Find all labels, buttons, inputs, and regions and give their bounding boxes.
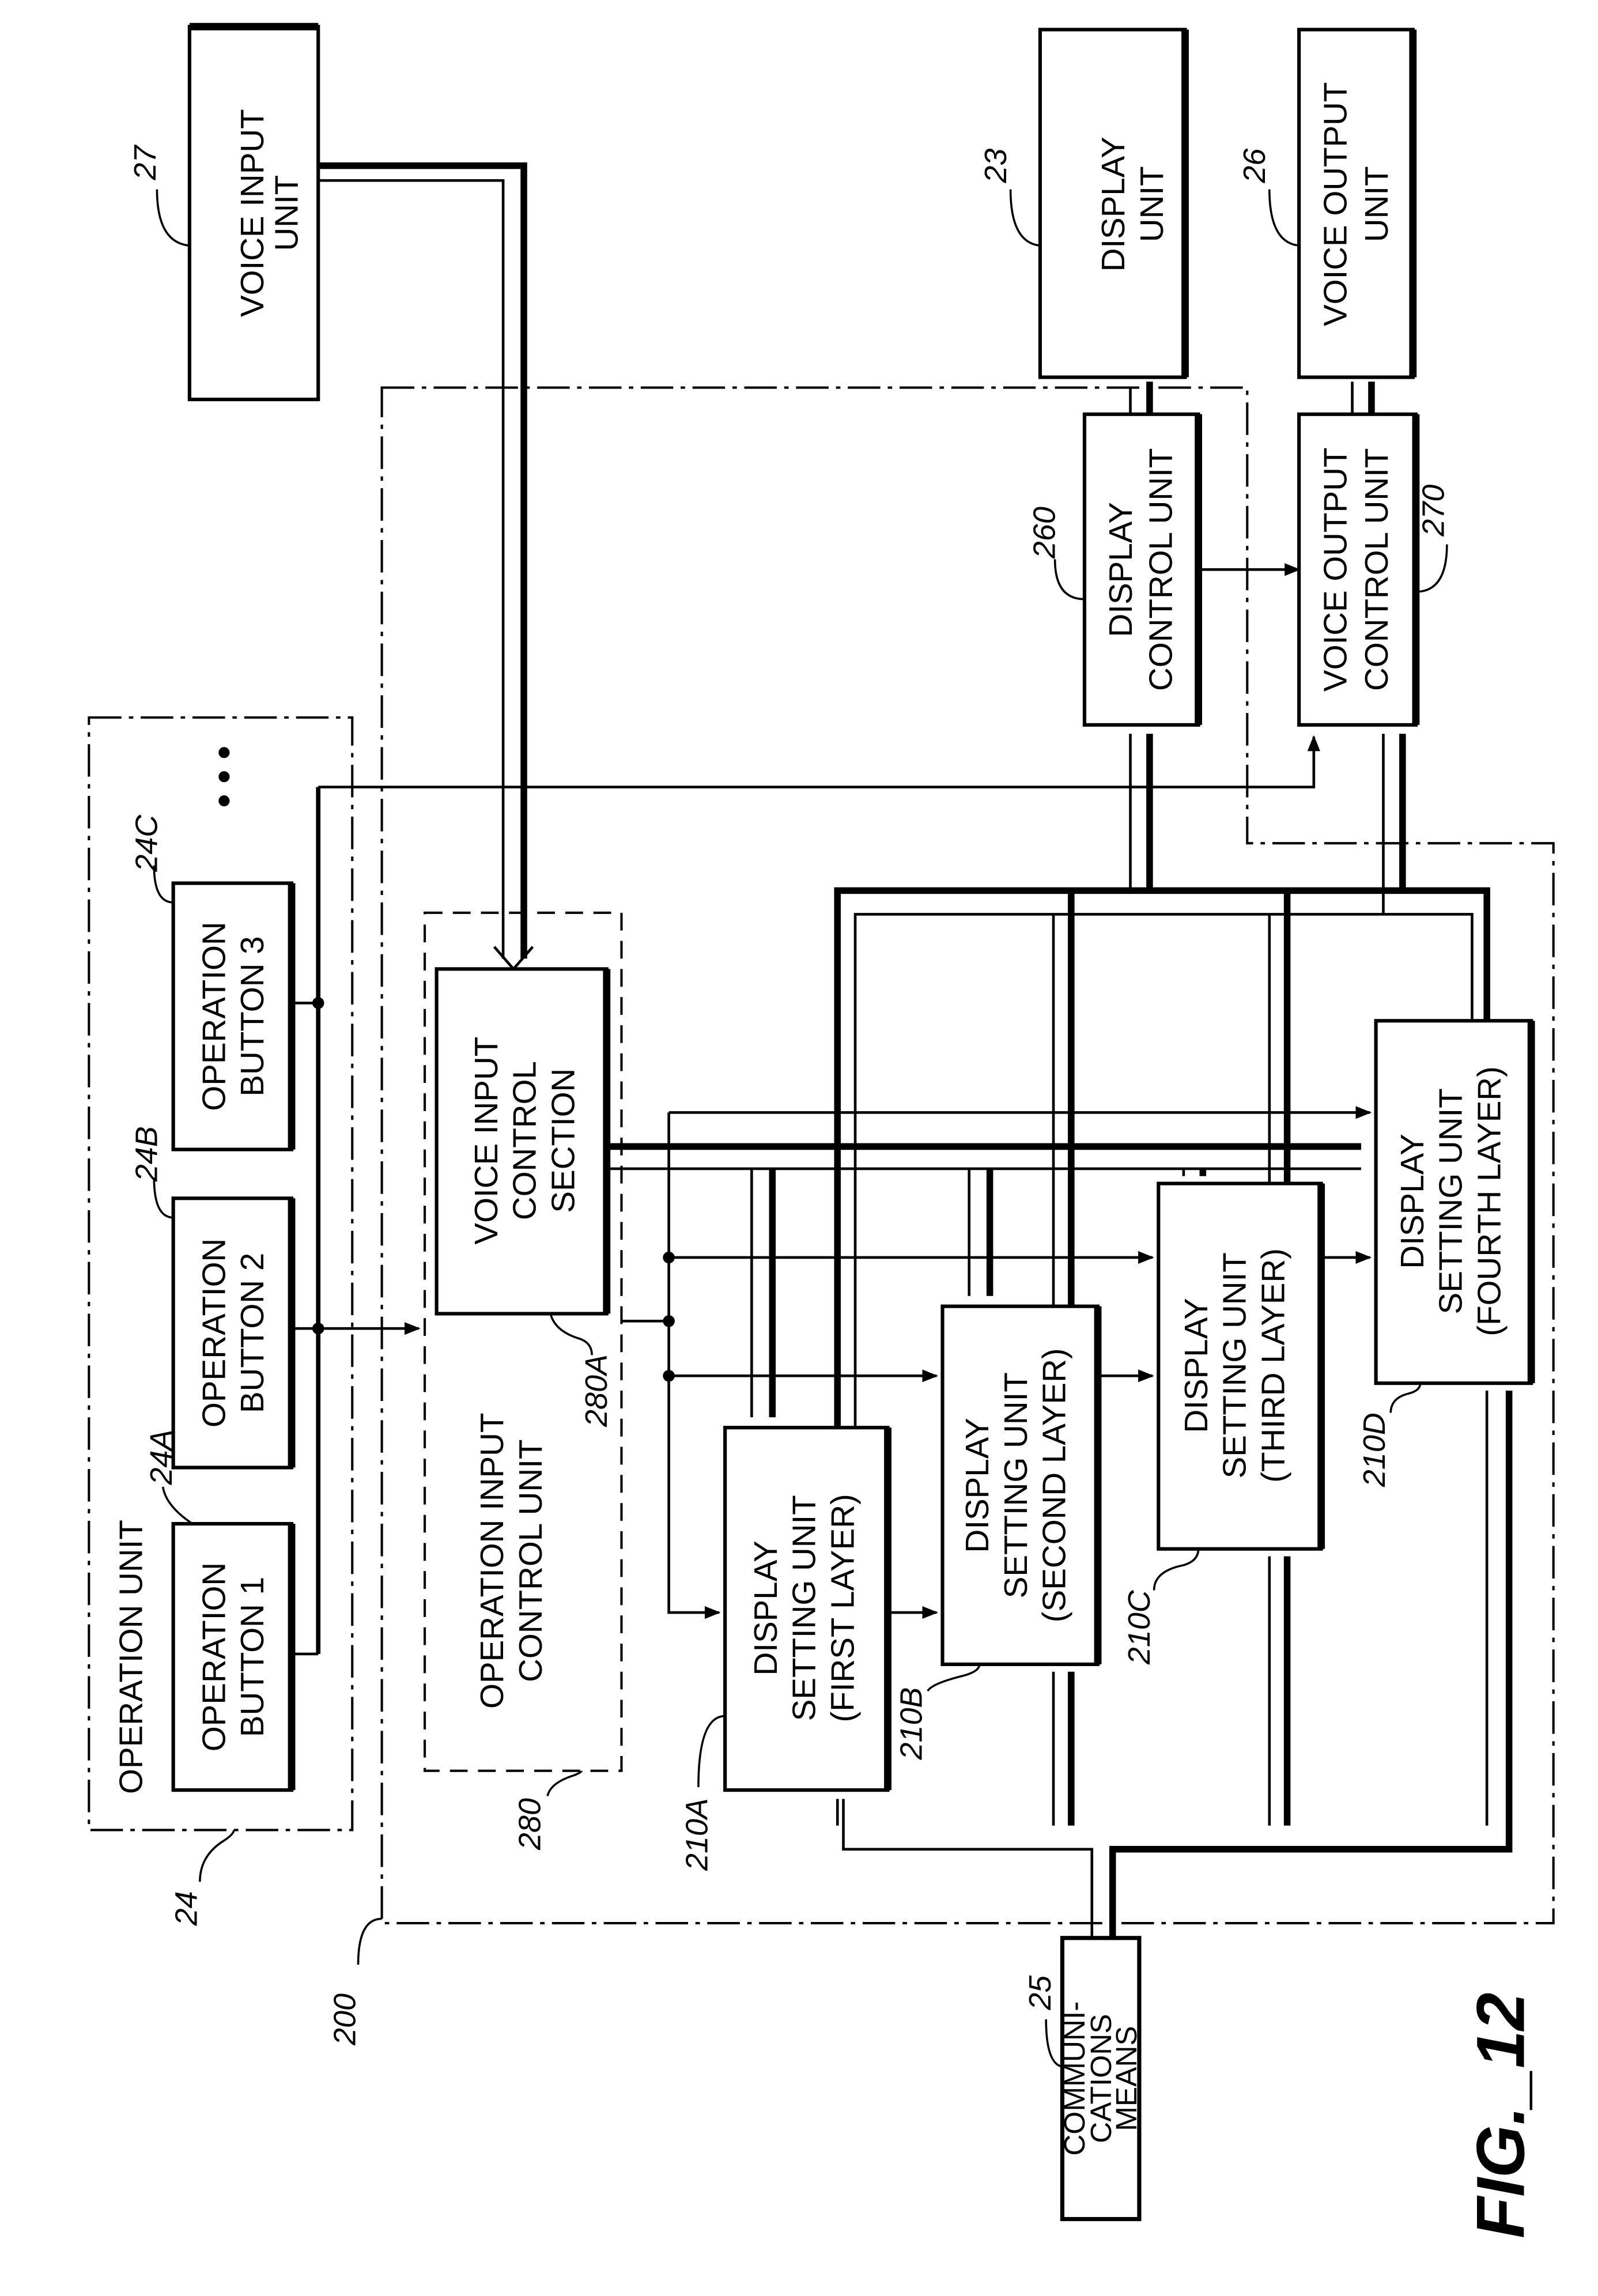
svg-text:SETTING UNIT: SETTING UNIT	[998, 1372, 1034, 1598]
svg-text:SETTING UNIT: SETTING UNIT	[786, 1495, 822, 1721]
operation-button-3: OPERATION BUTTON 3 24C	[129, 814, 292, 1150]
svg-text:• • •: • • •	[203, 746, 245, 807]
svg-text:260: 260	[1027, 507, 1062, 559]
display-setting-unit-second-layer: DISPLAY SETTING UNIT (SECOND LAYER) 210B	[894, 1306, 1098, 1761]
svg-text:SETTING UNIT: SETTING UNIT	[1433, 1088, 1469, 1314]
svg-text:210C: 210C	[1122, 1589, 1157, 1665]
svg-text:VOICE OUTPUT: VOICE OUTPUT	[1317, 82, 1353, 326]
svg-text:(FIRST LAYER): (FIRST LAYER)	[824, 1494, 860, 1722]
svg-text:210B: 210B	[894, 1687, 929, 1761]
svg-text:MEANS: MEANS	[1110, 2026, 1143, 2131]
svg-text:UNIT: UNIT	[268, 175, 304, 251]
svg-text:DISPLAY: DISPLAY	[1095, 137, 1131, 271]
svg-text:24B: 24B	[129, 1126, 164, 1182]
svg-text:BUTTON 1: BUTTON 1	[234, 1577, 270, 1737]
svg-text:BUTTON 3: BUTTON 3	[234, 936, 270, 1096]
svg-text:(SECOND LAYER): (SECOND LAYER)	[1036, 1348, 1072, 1622]
svg-text:DISPLAY: DISPLAY	[959, 1418, 995, 1553]
display-setting-unit-third-layer: DISPLAY SETTING UNIT (THIRD LAYER) 210C	[1122, 1184, 1321, 1666]
svg-text:OPERATION INPUT: OPERATION INPUT	[474, 1413, 510, 1708]
voice-input-control-section: VOICE INPUT CONTROL SECTION 280A	[437, 969, 614, 1428]
svg-text:280: 280	[512, 1798, 547, 1851]
svg-text:CONTROL: CONTROL	[507, 1061, 543, 1220]
svg-text:(THIRD LAYER): (THIRD LAYER)	[1255, 1248, 1291, 1483]
svg-text:270: 270	[1416, 485, 1451, 537]
svg-text:DISPLAY: DISPLAY	[747, 1540, 784, 1675]
display-unit: DISPLAY UNIT 23	[979, 29, 1185, 377]
svg-text:BUTTON 2: BUTTON 2	[234, 1253, 270, 1413]
svg-text:VOICE INPUT: VOICE INPUT	[234, 109, 270, 317]
svg-text:(FOURTH LAYER): (FOURTH LAYER)	[1471, 1066, 1507, 1336]
svg-text:24C: 24C	[129, 814, 164, 873]
svg-text:DISPLAY: DISPLAY	[1394, 1134, 1430, 1268]
svg-text:OPERATION: OPERATION	[196, 1562, 232, 1751]
svg-text:OPERATION: OPERATION	[196, 922, 232, 1111]
svg-text:26: 26	[1237, 149, 1272, 184]
svg-text:CONTROL UNIT: CONTROL UNIT	[512, 1439, 549, 1682]
voice-input-unit: VOICE INPUT UNIT 27	[128, 27, 318, 399]
figure-caption: FIG._12	[1463, 1993, 1539, 2239]
control-device-label: 200	[327, 1919, 381, 2046]
svg-text:200: 200	[327, 1993, 362, 2046]
operation-button-1: OPERATION BUTTON 1 24A	[144, 1430, 292, 1791]
voice-input-bus	[318, 166, 532, 969]
svg-text:24: 24	[169, 1891, 204, 1926]
svg-text:UNIT: UNIT	[1358, 166, 1395, 242]
svg-text:DISPLAY: DISPLAY	[1102, 502, 1139, 637]
svg-text:CONTROL UNIT: CONTROL UNIT	[1358, 448, 1395, 691]
svg-text:27: 27	[128, 144, 163, 180]
svg-text:210A: 210A	[679, 1798, 714, 1871]
svg-text:210D: 210D	[1357, 1413, 1392, 1487]
display-control-unit: DISPLAY CONTROL UNIT 260	[1027, 414, 1199, 725]
svg-text:25: 25	[1023, 1975, 1057, 2011]
svg-text:280A: 280A	[579, 1354, 614, 1428]
display-setting-unit-fourth-layer: DISPLAY SETTING UNIT (FOURTH LAYER) 210D	[1357, 1021, 1531, 1487]
svg-text:CONTROL UNIT: CONTROL UNIT	[1142, 448, 1178, 691]
voice-output-unit: VOICE OUTPUT UNIT 26	[1237, 29, 1413, 377]
svg-text:VOICE INPUT: VOICE INPUT	[468, 1037, 504, 1245]
operation-button-2: OPERATION BUTTON 2 24B	[129, 1126, 292, 1467]
svg-text:SECTION: SECTION	[545, 1068, 581, 1213]
svg-text:OPERATION UNIT: OPERATION UNIT	[113, 1520, 149, 1794]
svg-text:OPERATION: OPERATION	[196, 1238, 232, 1428]
svg-text:DISPLAY: DISPLAY	[1178, 1298, 1214, 1433]
display-setting-unit-first-layer: DISPLAY SETTING UNIT (FIRST LAYER) 210A	[679, 1428, 887, 1871]
svg-text:UNIT: UNIT	[1134, 166, 1170, 242]
operation-input-control-unit: OPERATION INPUT CONTROL UNIT 280	[474, 1413, 581, 1851]
communications-means: COMMUNI- CATIONS MEANS 25	[1023, 1938, 1143, 2219]
svg-text:23: 23	[979, 149, 1013, 184]
svg-text:VOICE OUTPUT: VOICE OUTPUT	[1317, 448, 1353, 692]
voice-output-control-unit: VOICE OUTPUT CONTROL UNIT 270	[1299, 414, 1451, 725]
svg-text:SETTING UNIT: SETTING UNIT	[1217, 1252, 1253, 1478]
